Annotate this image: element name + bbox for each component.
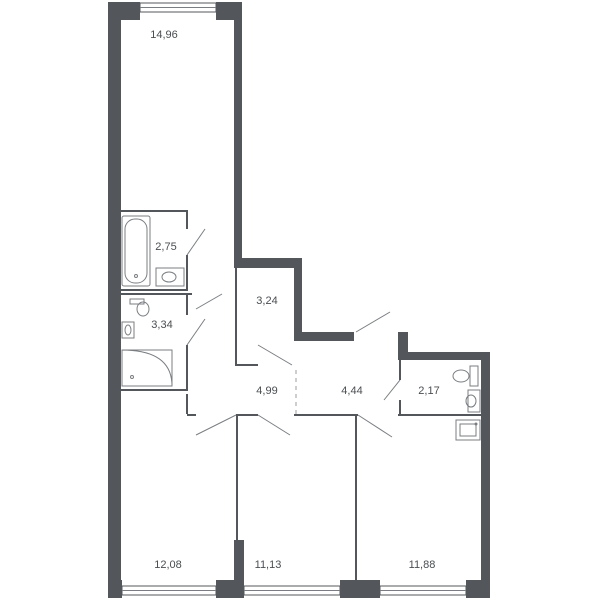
wall-bottom-1 (108, 580, 122, 598)
kitchen-sink-icon (455, 419, 481, 441)
bathtub-icon (121, 215, 151, 287)
door-storage (257, 344, 293, 366)
wall-bedroom-right (234, 2, 242, 260)
area-bedroom-top: 14,96 (150, 29, 178, 41)
wall-right-top (398, 352, 490, 360)
toilet-right-icon (452, 365, 479, 387)
area-bathroom: 2,75 (155, 241, 176, 253)
area-bedroom-bottom-middle: 11,13 (255, 559, 282, 571)
wall-step-mid (294, 332, 354, 341)
sink-right-icon (465, 389, 481, 413)
door-bathroom-right (383, 379, 401, 401)
door-bedroom-left (195, 414, 237, 436)
toilet-icon (129, 298, 150, 317)
area-storage: 3,24 (256, 295, 277, 307)
wall-bottom-4 (466, 580, 490, 598)
door-wc (186, 318, 206, 346)
area-corridor: 4,44 (341, 385, 362, 397)
wall-bottom-2b (234, 540, 244, 598)
door-living (357, 414, 393, 438)
shower-icon (121, 349, 173, 387)
area-wc: 3,34 (151, 319, 172, 331)
door-bedroom (195, 293, 223, 310)
wall-left (108, 2, 121, 598)
door-bathroom (186, 228, 206, 256)
area-bedroom-bottom-left: 12,08 (154, 559, 182, 571)
area-hall: 4,99 (256, 385, 277, 397)
windows (121, 2, 467, 596)
sink-icon (155, 267, 185, 287)
wall-step-top (234, 258, 302, 268)
fixtures (121, 215, 481, 441)
room-labels: 14,96 2,75 3,34 3,24 4,99 4,44 2,17 12,0… (150, 29, 439, 571)
wall-bottom-3 (340, 580, 380, 598)
wc-sink-icon (121, 321, 135, 339)
area-living-room: 11,88 (409, 559, 436, 571)
doors (186, 228, 401, 438)
walls (108, 2, 490, 598)
door-bedroom-middle (257, 414, 291, 436)
wall-right (481, 352, 490, 598)
partitions (121, 210, 481, 580)
wall-top-left (108, 2, 140, 20)
area-bathroom-right: 2,17 (418, 385, 439, 397)
wall-storage-right (294, 258, 302, 340)
wall-right-post (398, 332, 408, 358)
door-entrance (355, 311, 391, 333)
